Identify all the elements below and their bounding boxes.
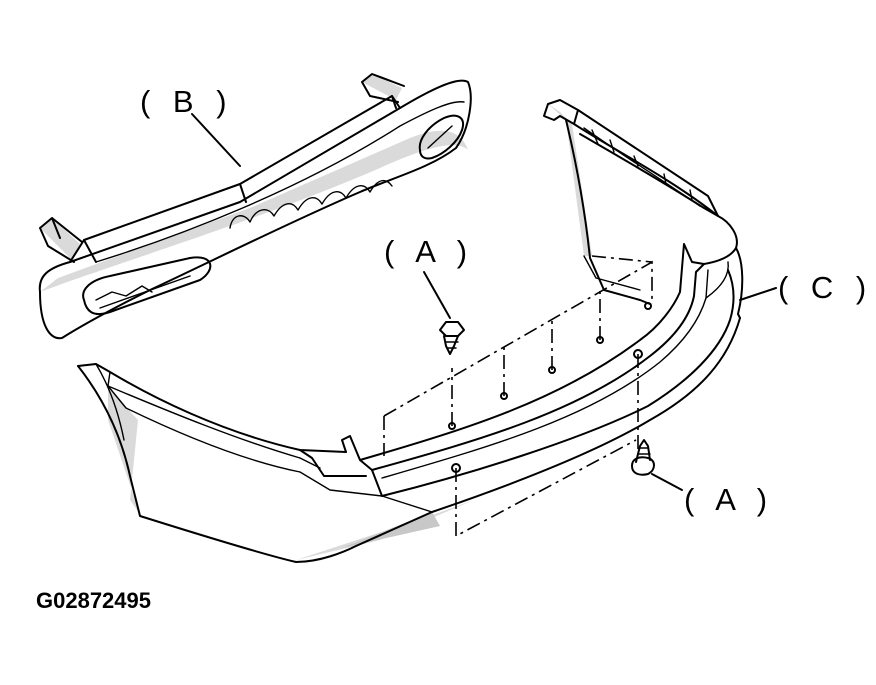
part-b-reinforcement-beam [38, 73, 472, 340]
label-a-bottom: ( A ) [684, 482, 775, 517]
label-b: ( B ) [140, 84, 234, 119]
clip-a-bottom [631, 439, 655, 476]
label-a-top: ( A ) [384, 234, 475, 269]
alignment-phantom-lines [383, 255, 653, 538]
figure-code: G02872495 [36, 588, 151, 613]
part-c-bumper-face [77, 99, 744, 563]
clip-a-top [439, 321, 465, 355]
leader-line-a-bottom [651, 473, 683, 491]
leader-line-b [191, 113, 241, 167]
leader-line-c [739, 287, 777, 301]
label-c: ( C ) [778, 270, 874, 305]
leader-line-a-top [423, 271, 451, 319]
